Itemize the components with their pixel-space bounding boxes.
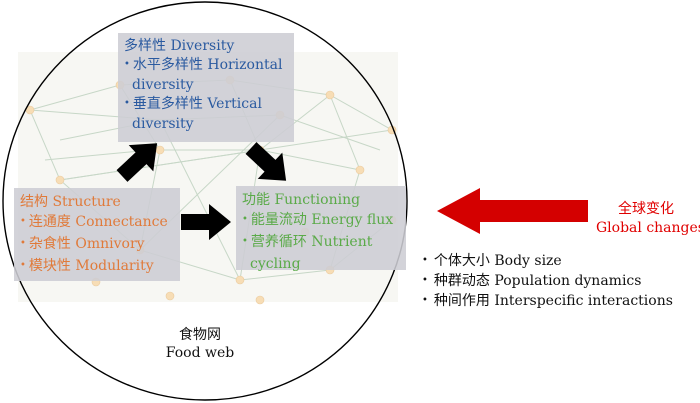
driver-item-label: 种群动态 Population dynamics	[433, 273, 642, 289]
driver-item: • 种群动态 Population dynamics	[422, 272, 673, 292]
arrow-structure-to-functioning	[181, 204, 231, 240]
functioning-box: 功能 Functioning •能量流动 Energy flux •营养循环 N…	[236, 186, 406, 272]
functioning-item-label: 营养循环 Nutrient	[250, 234, 373, 250]
structure-item-label: 杂食性 Omnivory	[28, 236, 145, 252]
driver-item: • 种间作用 Interspecific interactions	[422, 292, 673, 312]
driver-item: • 个体大小 Body size	[422, 252, 673, 272]
network-node	[55, 175, 65, 185]
network-node	[165, 291, 175, 301]
bullet-icon: •	[422, 295, 428, 306]
drivers-list: • 个体大小 Body size • 种群动态 Population dynamic…	[422, 252, 673, 312]
structure-box: 结构 Structure •连通度 Connectance •杂食性 Omniv…	[14, 188, 180, 281]
food-web-label-zh: 食物网	[179, 327, 221, 343]
bullet-icon: •	[20, 260, 26, 271]
arrow-global-changes	[437, 188, 588, 234]
network-node	[325, 90, 335, 100]
food-web-circle	[2, 1, 408, 401]
diversity-box: 多样性 Diversity •水平多样性 Horizontal diversit…	[118, 33, 294, 142]
arrow-structure-to-diversity	[116, 143, 158, 182]
global-changes-label-en: Global changes	[596, 220, 700, 236]
diversity-item-cont: diversity	[124, 76, 288, 95]
diversity-item: •水平多样性 Horizontal	[124, 56, 288, 76]
functioning-item-label: cycling	[250, 256, 301, 272]
global-changes-label-zh: 全球变化	[618, 201, 674, 217]
driver-item-label: 个体大小 Body size	[433, 253, 562, 269]
diversity-item-label: diversity	[132, 77, 194, 93]
functioning-item-cont: cycling	[242, 254, 400, 274]
functioning-item: •营养循环 Nutrient	[242, 232, 400, 254]
bullet-icon: •	[242, 236, 248, 247]
diversity-title: 多样性 Diversity	[124, 38, 235, 54]
arrow-diversity-to-functioning	[245, 142, 287, 181]
functioning-item: •能量流动 Energy flux	[242, 210, 400, 232]
bullet-icon: •	[422, 255, 428, 266]
network-node	[155, 145, 165, 155]
bullet-icon: •	[242, 214, 248, 225]
bullet-icon: •	[20, 238, 26, 249]
network-node	[255, 295, 265, 305]
structure-item-label: 连通度 Connectance	[28, 214, 168, 230]
network-node	[235, 275, 245, 285]
network-node	[355, 165, 365, 175]
food-web-label: 食物网 Food web	[140, 326, 260, 362]
diversity-item-cont: diversity	[124, 115, 288, 134]
structure-item: •模块性 Modularity	[20, 256, 174, 278]
driver-item-label: 种间作用 Interspecific interactions	[433, 293, 673, 309]
structure-title: 结构 Structure	[20, 194, 121, 210]
bullet-icon: •	[124, 59, 130, 70]
structure-item: •连通度 Connectance	[20, 212, 174, 234]
global-changes-label: 全球变化 Global changes	[596, 200, 700, 238]
diversity-item: •垂直多样性 Vertical	[124, 95, 288, 115]
bullet-icon: •	[20, 216, 26, 227]
functioning-title: 功能 Functioning	[242, 192, 361, 208]
diversity-item-label: 垂直多样性 Vertical	[132, 96, 262, 112]
diversity-item-label: diversity	[132, 116, 194, 132]
food-web-label-en: Food web	[165, 345, 235, 361]
bullet-icon: •	[124, 98, 130, 109]
structure-item: •杂食性 Omnivory	[20, 234, 174, 256]
bullet-icon: •	[422, 275, 428, 286]
network-link	[44, 149, 361, 171]
diversity-item-label: 水平多样性 Horizontal	[132, 57, 283, 73]
functioning-item-label: 能量流动 Energy flux	[250, 212, 394, 228]
structure-item-label: 模块性 Modularity	[28, 258, 154, 274]
